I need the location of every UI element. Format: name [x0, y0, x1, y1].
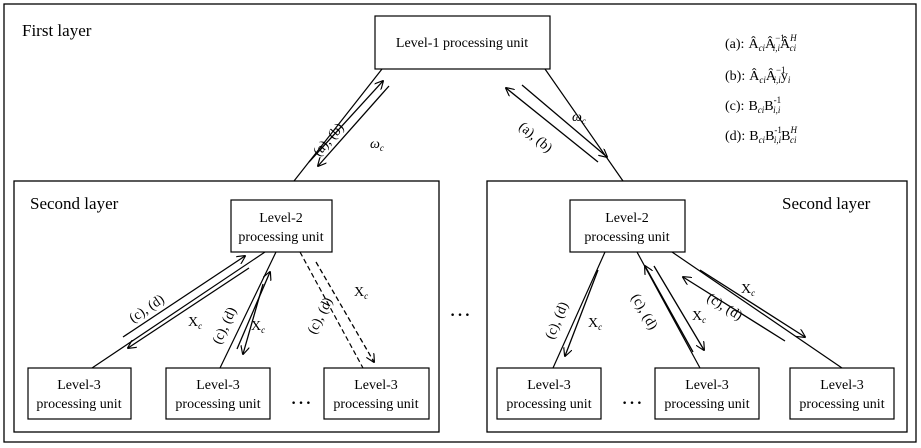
ab-label-right: (a), (b): [515, 120, 555, 157]
level2-right-line1: Level-2: [605, 211, 649, 226]
level3-left1-line2: processing unit: [36, 397, 121, 412]
second-layer-right-label: Second layer: [782, 194, 871, 213]
x-label-right-a: Xc: [588, 316, 602, 332]
link-l2l-l3a: [91, 251, 266, 369]
first-layer-label: First layer: [22, 21, 92, 40]
level3-left3-line2: processing unit: [333, 397, 418, 412]
x-label-left-c: Xc: [354, 285, 368, 301]
ellipsis-left-bottom: …: [290, 384, 314, 409]
cd-label-left-c: (c), (d): [305, 295, 336, 337]
arrow-ab-left-up: [308, 81, 383, 163]
cd-label-right-b: (c), (d): [628, 292, 661, 333]
level1-unit: [374, 15, 551, 70]
arrow-cd-right-b-up: [645, 266, 694, 353]
link-l1-right: [544, 68, 624, 182]
arrow-cd-left-b-up: [236, 272, 270, 350]
link-l2l-l3c: [299, 251, 364, 369]
level3-right2-line1: Level-3: [685, 378, 729, 393]
arrow-x-right-a-down: [565, 269, 599, 356]
link-l2r-l3a: [552, 251, 606, 369]
level3-unit-right-3: [789, 367, 895, 420]
level3-left1-line1: Level-3: [57, 378, 101, 393]
level2-left-line1: Level-2: [259, 211, 303, 226]
level3-left2-line2: processing unit: [175, 397, 260, 412]
x-label-right-c: Xc: [741, 282, 755, 298]
level3-right1-line1: Level-3: [527, 378, 571, 393]
level3-right1-line2: processing unit: [506, 397, 591, 412]
omega-label-left: ωc: [370, 137, 384, 153]
level3-unit-right-2: [654, 367, 760, 420]
x-label-left-a: Xc: [188, 315, 202, 331]
arrow-cd-right-c-up: [683, 277, 786, 342]
arrow-x-left-c-down: [315, 261, 374, 362]
arrow-omega-left-down: [318, 85, 390, 166]
level2-unit-right: [569, 199, 686, 253]
link-l1-left: [293, 68, 383, 182]
level2-left-line2: processing unit: [238, 230, 323, 245]
arrow-x-left-b-down: [243, 283, 264, 354]
level1-unit-label: Level-1 processing unit: [396, 36, 528, 51]
level2-right-line2: processing unit: [584, 230, 669, 245]
second-layer-left-label: Second layer: [30, 194, 119, 213]
level3-left3-line1: Level-3: [354, 378, 398, 393]
level3-right3-line2: processing unit: [799, 397, 884, 412]
arrow-ab-right-up: [506, 88, 599, 163]
second-layer-left-frame: [13, 180, 440, 433]
outer-frame: [3, 3, 917, 443]
level3-unit-right-1: [496, 367, 602, 420]
arrow-cd-left-a-up: [122, 256, 245, 338]
level3-unit-left-2: [165, 367, 271, 420]
x-label-right-b: Xc: [692, 309, 706, 325]
level3-unit-left-3: [323, 367, 430, 420]
ellipsis-middle: …: [449, 296, 473, 321]
cd-label-right-c: (c), (d): [704, 291, 745, 324]
level2-unit-left: [230, 199, 333, 253]
arrow-omega-right-down: [521, 84, 607, 157]
arrow-x-right-b-down: [653, 265, 704, 350]
omega-label-right: ωc: [572, 110, 586, 126]
level3-unit-left-1: [27, 367, 132, 420]
arrow-x-right-c-down: [699, 269, 805, 337]
arrow-x-left-a-down: [128, 267, 250, 348]
cd-label-left-b: (c), (d): [210, 305, 240, 347]
level3-right2-line2: processing unit: [664, 397, 749, 412]
ellipsis-right-bottom: …: [621, 384, 645, 409]
level3-right3-line1: Level-3: [820, 378, 864, 393]
x-label-left-b: Xc: [251, 319, 265, 335]
second-layer-right-frame: [486, 180, 908, 433]
level3-left2-line1: Level-3: [196, 378, 240, 393]
link-l2r-l3c: [671, 251, 843, 369]
